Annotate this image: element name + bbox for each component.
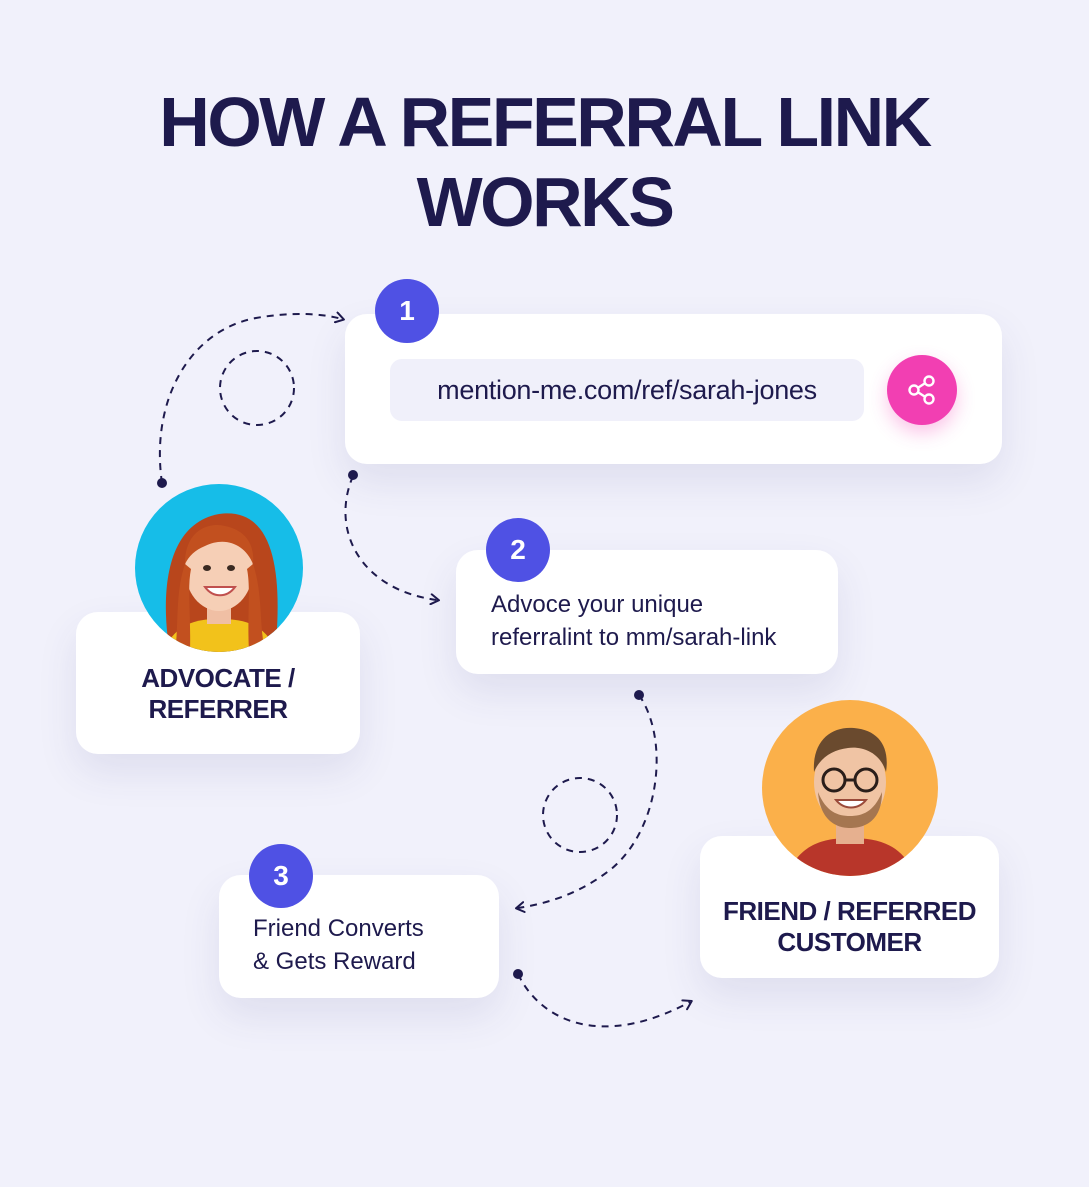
step-1-badge: 1 xyxy=(375,279,439,343)
step-3-badge: 3 xyxy=(249,844,313,908)
step-3-text: Friend Converts & Gets Reward xyxy=(253,912,424,978)
woman-avatar-icon xyxy=(163,513,278,652)
friend-line-1: FRIEND / REFERRED xyxy=(723,896,976,926)
title-line-2: WORKS xyxy=(416,163,675,241)
step-2-line-1: Advoce your unique xyxy=(491,591,704,618)
arrow-advocate-to-link xyxy=(158,311,345,484)
advocate-line-2: REFERRER xyxy=(148,694,288,724)
dot-start-4 xyxy=(513,969,523,979)
friend-avatar xyxy=(762,700,938,876)
advocate-label: ADVOCATE / REFERRER xyxy=(76,663,360,725)
loop-circle-1 xyxy=(219,350,295,426)
step-3-line-1: Friend Converts xyxy=(253,915,424,942)
dot-start-1 xyxy=(157,478,167,488)
friend-label: FRIEND / REFERRED CUSTOMER xyxy=(700,896,999,958)
page-title: HOW A REFERRAL LINK WORKS xyxy=(0,82,1089,242)
advocate-avatar xyxy=(135,484,303,652)
step-2-text: Advoce your unique referralint to mm/sar… xyxy=(491,588,776,654)
advocate-line-1: ADVOCATE / xyxy=(141,663,295,693)
loop-circle-2 xyxy=(542,777,618,853)
man-avatar-icon xyxy=(786,727,916,876)
share-icon xyxy=(908,375,935,405)
arrow-step3-to-friend xyxy=(517,973,693,1028)
dot-start-2 xyxy=(348,470,358,480)
arrow-link-to-step2 xyxy=(344,475,440,606)
step-3-line-2: & Gets Reward xyxy=(253,948,416,975)
arrow-step2-to-step3 xyxy=(515,694,658,914)
share-button[interactable] xyxy=(887,355,957,425)
step-2-badge: 2 xyxy=(486,518,550,582)
step-2-line-2: referralint to mm/sarah-link xyxy=(491,624,777,651)
dot-start-3 xyxy=(634,690,644,700)
referral-link[interactable]: mention-me.com/ref/sarah-jones xyxy=(390,359,864,421)
title-line-1: HOW A REFERRAL LINK xyxy=(159,83,932,161)
friend-line-2: CUSTOMER xyxy=(777,927,922,957)
